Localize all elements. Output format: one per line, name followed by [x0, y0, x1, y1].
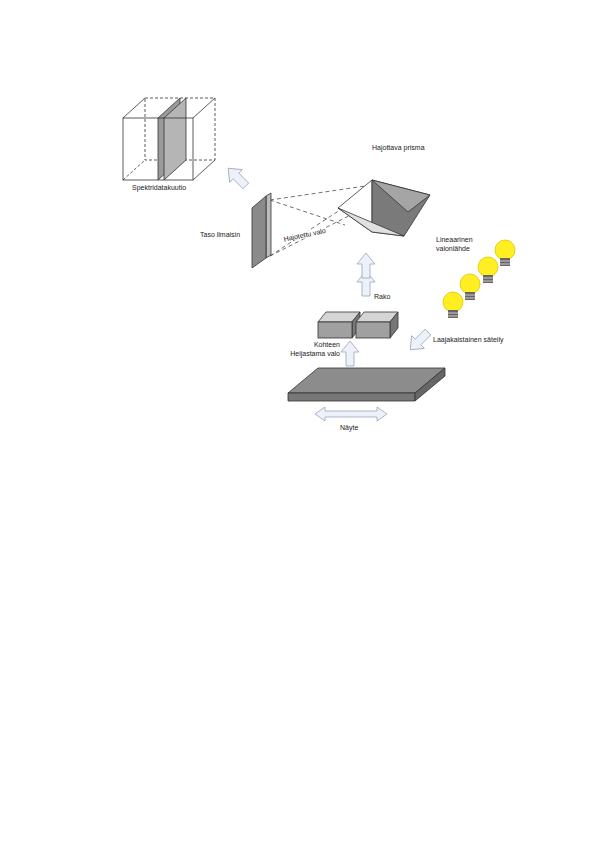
- part-label-box: Laajakaistainen säteily: [433, 336, 503, 345]
- part-label-box: Taso ilmaisin: [200, 231, 240, 240]
- beam-label: Hajotettu valo: [282, 227, 327, 243]
- part-label: Rako: [374, 293, 390, 300]
- part-label: Laajakaistainen säteily: [433, 336, 503, 343]
- part-label: Näyte: [340, 424, 358, 431]
- part-label-box: Lineaarinen valonlähde: [436, 236, 480, 253]
- motion-arrow: [315, 407, 387, 421]
- slit-blocks: [318, 312, 398, 338]
- reflected-arrow: [341, 341, 359, 366]
- prism: [338, 180, 430, 236]
- light-bulbs: [443, 240, 515, 318]
- beam-label-box: Hajotettu valo: [282, 227, 328, 245]
- slit-arrow: [357, 253, 375, 278]
- part-label-box: Spektridatakuutio: [132, 184, 186, 193]
- output-arrow: [222, 162, 252, 192]
- part-label-box: Rako: [374, 293, 390, 302]
- part-label: Taso ilmaisin: [200, 231, 240, 238]
- sample-slab: [288, 368, 445, 401]
- part-label-box: Hajottava prisma: [372, 144, 425, 153]
- part-label: Kohteen Heijastama valo: [290, 341, 340, 357]
- part-label-box: Näyte: [340, 424, 358, 433]
- part-label-box: Kohteen Heijastama valo: [282, 341, 340, 358]
- data-cube: [123, 98, 215, 180]
- part-label: Hajottava prisma: [372, 144, 425, 151]
- illumination-arrow: [404, 326, 434, 356]
- detector-plane: [252, 193, 271, 268]
- part-label: Spektridatakuutio: [132, 184, 186, 191]
- part-label: Lineaarinen valonlähde: [436, 236, 473, 252]
